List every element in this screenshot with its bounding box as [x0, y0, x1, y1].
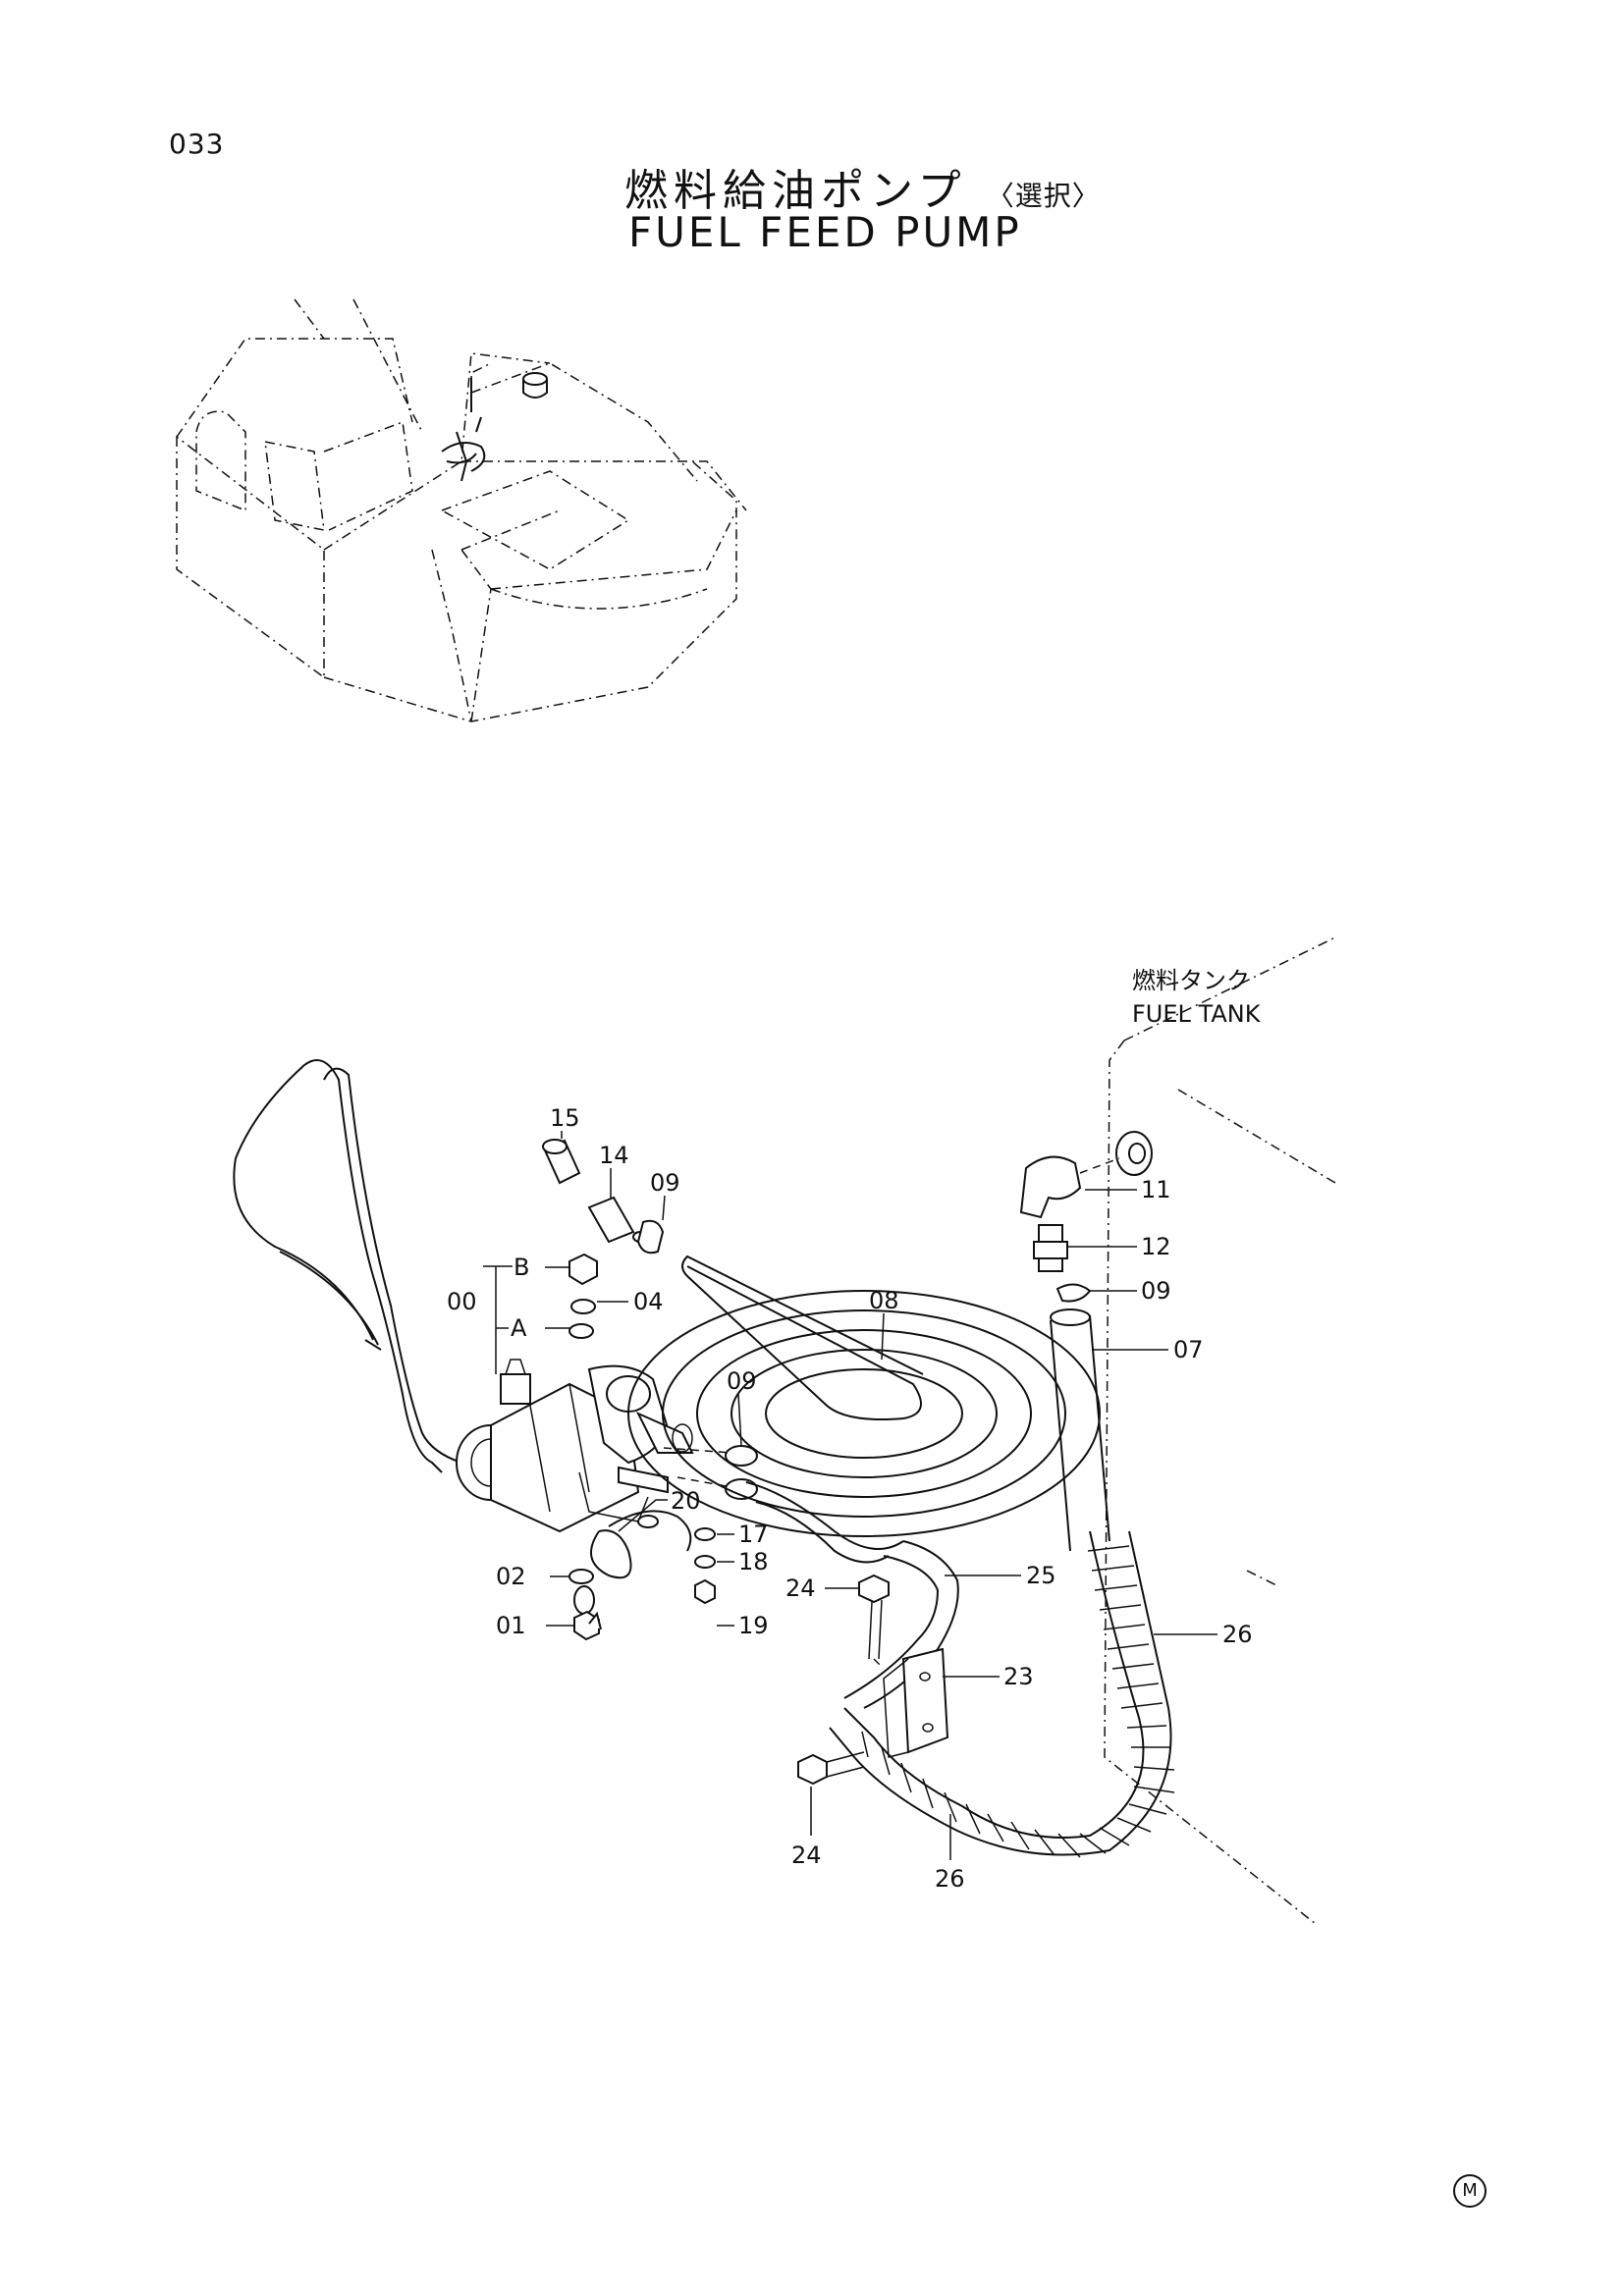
callout-09-mid: 09 [727, 1367, 757, 1395]
callout-02: 02 [496, 1563, 526, 1590]
fuel-pump-assembly [456, 1359, 694, 1533]
pump-fittings [542, 1139, 716, 1641]
fuel-tank-outline [1104, 936, 1336, 1925]
corner-mark: M [1453, 2174, 1487, 2208]
callout-11: 11 [1141, 1176, 1171, 1203]
callout-07: 07 [1173, 1336, 1204, 1363]
callout-B: B [514, 1254, 529, 1281]
callout-04: 04 [633, 1288, 664, 1315]
callout-14: 14 [599, 1142, 629, 1169]
callout-12: 12 [1141, 1233, 1171, 1260]
callout-09-top: 09 [650, 1169, 680, 1197]
callout-24-lower: 24 [791, 1842, 822, 1869]
fuel-tank-label-en: FUEL TANK [1132, 1000, 1262, 1028]
outlet-hose [797, 1540, 959, 1786]
callout-20: 20 [671, 1487, 701, 1515]
title-japanese: 燃料給油ポンプ 〈選択〉 [624, 155, 1101, 218]
callout-19: 19 [738, 1612, 769, 1639]
callout-24-upper: 24 [785, 1575, 816, 1602]
callout-09-right: 09 [1141, 1277, 1171, 1305]
coiled-hose [627, 1255, 1101, 1564]
hose-clamps [725, 1283, 1092, 1500]
page-number: 033 [169, 128, 225, 160]
fuel-tank-label-jp: 燃料タンク [1132, 967, 1250, 994]
title-japanese-sub: 〈選択〉 [986, 180, 1101, 212]
callout-25: 25 [1026, 1562, 1056, 1589]
callout-26-bottom: 26 [935, 1865, 965, 1893]
callout-00: 00 [447, 1288, 477, 1315]
callout-01: 01 [496, 1612, 526, 1639]
callout-A: A [511, 1314, 527, 1342]
spiral-guard [829, 1530, 1175, 1858]
leader-lines [483, 1131, 1217, 1860]
title-japanese-main: 燃料給油ポンプ [624, 166, 967, 216]
callout-15: 15 [550, 1104, 580, 1132]
excavator-overview [176, 298, 747, 722]
wire-harness [233, 1059, 462, 1473]
callout-26-right: 26 [1222, 1621, 1253, 1648]
suction-hose [1019, 1155, 1120, 1552]
callout-23: 23 [1003, 1663, 1034, 1690]
title-english: FUEL FEED PUMP [628, 208, 1022, 256]
callout-17: 17 [738, 1521, 769, 1548]
callout-18: 18 [738, 1548, 769, 1575]
callout-08: 08 [869, 1287, 899, 1314]
